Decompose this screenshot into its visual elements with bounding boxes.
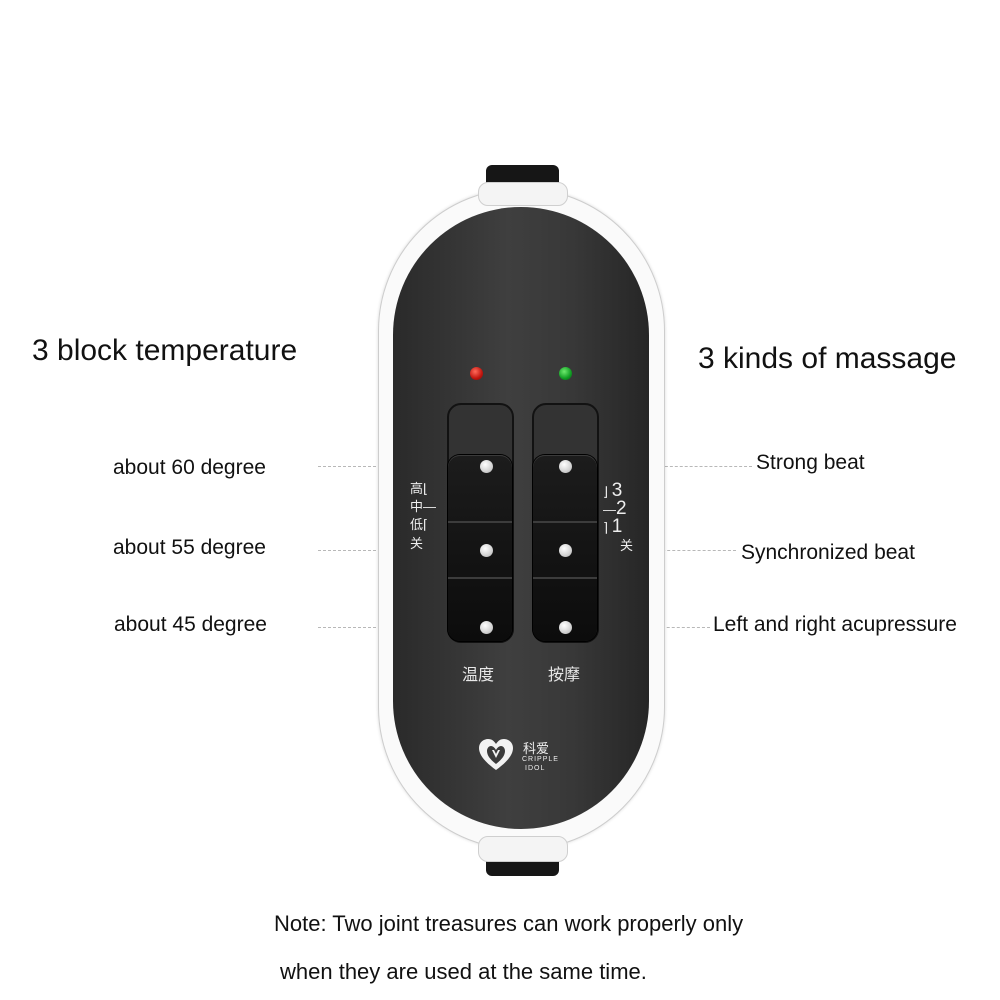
temp-dot-low <box>480 621 493 634</box>
note-line-2: when they are used at the same time. <box>280 959 647 984</box>
massage-mark-off: 关 <box>620 538 634 553</box>
temperature-indicator-led <box>470 367 483 380</box>
massage-dot-3 <box>559 621 572 634</box>
massage-indicator-led <box>559 367 572 380</box>
temp-dot-high <box>480 460 493 473</box>
brand-logo-icon <box>479 739 513 770</box>
temp-label-55: about 55 degree <box>113 536 266 559</box>
cable-collar-top <box>478 182 568 206</box>
massage-mark-3: ⌋ 3 <box>603 480 623 501</box>
massage-mark-1: ⌉ 1 <box>603 516 623 537</box>
brand-name-en-line2: IDOL <box>525 765 546 772</box>
temp-label-45: about 45 degree <box>114 613 267 636</box>
temp-mark-off: 关 <box>410 536 424 551</box>
massage-mark-2: —2 <box>603 498 627 519</box>
cable-collar-bottom <box>478 836 568 862</box>
temperature-heading: 3 block temperature <box>32 334 298 367</box>
brand-name-cn: 科爱 <box>523 741 550 756</box>
temp-dot-mid <box>480 544 493 557</box>
massage-label-strong: Strong beat <box>756 451 865 474</box>
massage-label-sync: Synchronized beat <box>741 541 915 564</box>
temp-label-60: about 60 degree <box>113 456 266 479</box>
massage-dot-2 <box>559 544 572 557</box>
temp-mark-low: 低⌈ <box>410 517 429 532</box>
temp-mark-high: 高⌊ <box>410 481 429 496</box>
temp-mark-mid: 中— <box>410 499 437 514</box>
massage-knob-label: 按摩 <box>548 667 581 684</box>
massage-heading: 3 kinds of massage <box>698 342 957 375</box>
note-line-1: Note: Two joint treasures can work prope… <box>274 911 744 936</box>
brand-name-en-line1: CRIPPLE <box>522 756 559 763</box>
massage-dot-1 <box>559 460 572 473</box>
remote-face <box>393 207 649 829</box>
massage-label-acupressure: Left and right acupressure <box>713 613 957 636</box>
temperature-knob-label: 温度 <box>462 667 495 684</box>
